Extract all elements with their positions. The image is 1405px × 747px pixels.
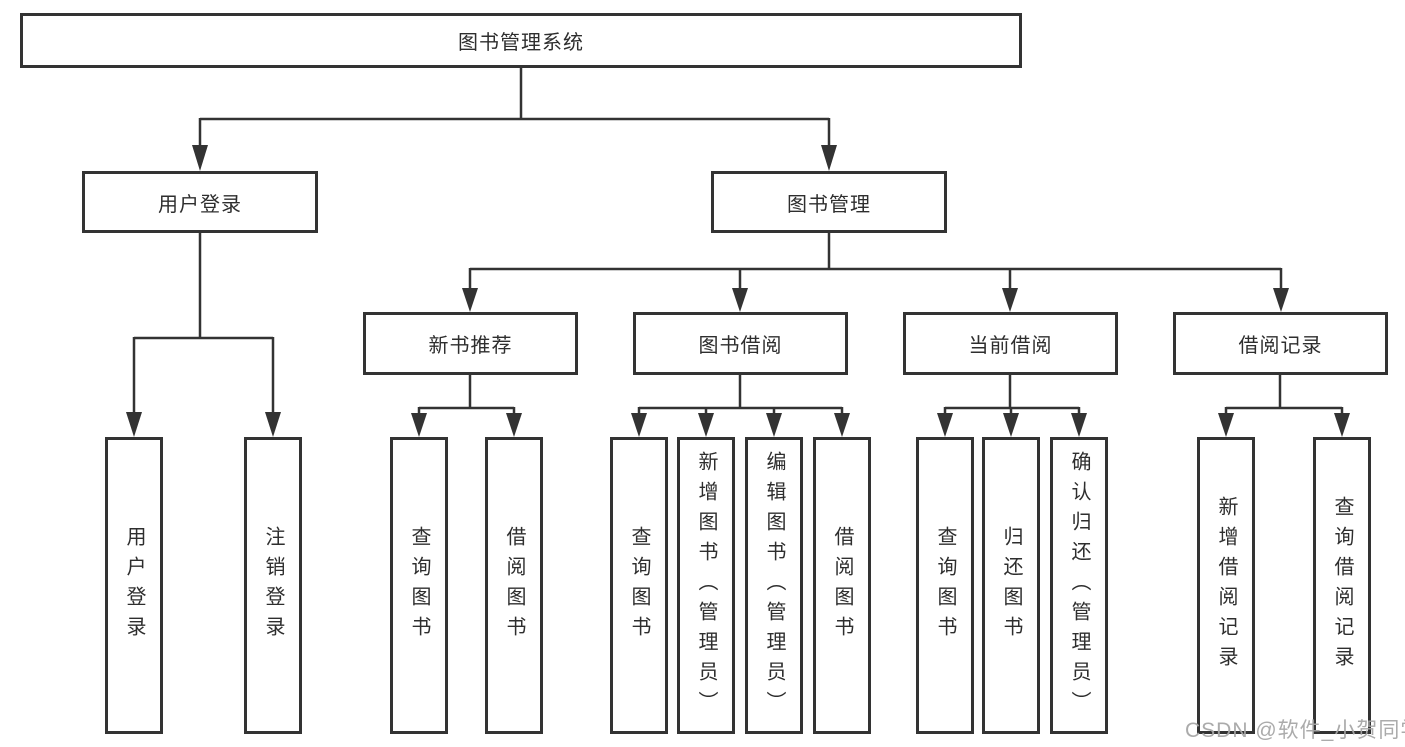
leaf-label: 新增图书（管理员） <box>695 450 717 721</box>
leaf-label: 归还图书 <box>1000 525 1022 646</box>
leaf-add-borrow-record: 新增借阅记录 <box>1197 437 1255 734</box>
node-label: 当前借阅 <box>968 335 1053 357</box>
node-label: 借阅记录 <box>1238 335 1323 357</box>
node-new-book-recommendation: 新书推荐 <box>363 312 578 375</box>
node-borrowing-records: 借阅记录 <box>1173 312 1388 375</box>
leaf-confirm-return-admin: 确认归还（管理员） <box>1050 437 1108 734</box>
leaf-query-borrow-record: 查询借阅记录 <box>1313 437 1371 734</box>
leaf-user-login: 用户登录 <box>105 437 163 734</box>
node-book-borrowing: 图书借阅 <box>633 312 848 375</box>
leaf-label: 确认归还（管理员） <box>1068 450 1090 721</box>
leaf-label: 查询图书 <box>934 525 956 646</box>
leaf-label: 注销登录 <box>262 525 284 646</box>
leaf-borrow-books-recommend: 借阅图书 <box>485 437 543 734</box>
leaf-logout: 注销登录 <box>244 437 302 734</box>
node-label: 图书管理 <box>787 193 871 216</box>
leaf-label: 查询图书 <box>628 525 650 646</box>
leaf-label: 新增借阅记录 <box>1215 495 1237 676</box>
node-label: 图书管理系统 <box>458 32 584 54</box>
node-library-management-system: 图书管理系统 <box>20 13 1022 68</box>
leaf-edit-books-admin: 编辑图书（管理员） <box>745 437 803 734</box>
leaf-label: 查询借阅记录 <box>1331 495 1353 676</box>
leaf-label: 借阅图书 <box>503 525 525 646</box>
node-label: 图书借阅 <box>698 335 783 357</box>
leaf-label: 用户登录 <box>123 525 145 646</box>
node-current-borrowing: 当前借阅 <box>903 312 1118 375</box>
node-book-management: 图书管理 <box>711 171 947 233</box>
csdn-watermark: CSDN @软件_小贺同学 <box>1185 719 1405 742</box>
leaf-label: 编辑图书（管理员） <box>763 450 785 721</box>
node-user-login: 用户登录 <box>82 171 318 233</box>
node-label: 新书推荐 <box>428 335 513 357</box>
leaf-return-books: 归还图书 <box>982 437 1040 734</box>
leaf-add-books-admin: 新增图书（管理员） <box>677 437 735 734</box>
leaf-label: 借阅图书 <box>831 525 853 646</box>
leaf-label: 查询图书 <box>408 525 430 646</box>
arrowheads <box>126 145 1350 437</box>
leaf-query-books-borrowing: 查询图书 <box>610 437 668 734</box>
leaf-query-books-recommend: 查询图书 <box>390 437 448 734</box>
node-label: 用户登录 <box>158 193 242 216</box>
leaf-query-books-current: 查询图书 <box>916 437 974 734</box>
leaf-borrow-books-borrowing: 借阅图书 <box>813 437 871 734</box>
